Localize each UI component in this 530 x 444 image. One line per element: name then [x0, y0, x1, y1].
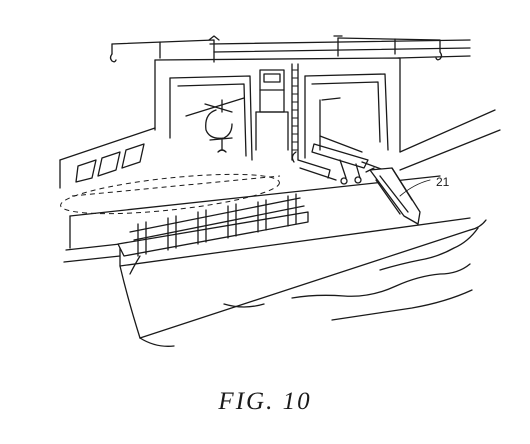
helicopter	[185, 97, 245, 153]
helipad-marking	[60, 173, 281, 215]
water-waves	[139, 219, 487, 347]
reference-numeral-21: 21	[436, 175, 450, 189]
hangar-structure	[154, 57, 401, 161]
rescue-boat	[365, 167, 421, 225]
left-crane	[109, 35, 220, 63]
portholes	[75, 143, 145, 183]
figure-caption: FIG. 10	[218, 388, 312, 415]
right-crane	[333, 35, 443, 61]
launch-cradle	[291, 135, 385, 185]
deck-railing	[117, 193, 309, 275]
reference-leader: 21	[399, 175, 450, 197]
ship-side-rail	[209, 39, 471, 59]
